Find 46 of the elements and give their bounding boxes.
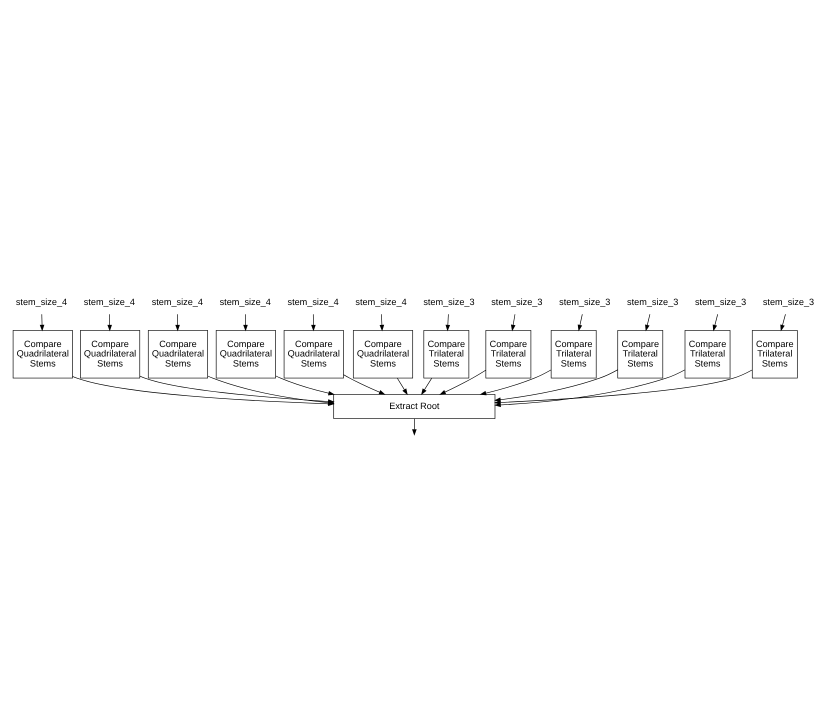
node-box: Compare Quadrilateral Stems — [352, 330, 414, 378]
arrow — [107, 314, 112, 332]
node-text: stem_size_4 — [288, 296, 339, 307]
arrow — [510, 314, 516, 332]
node-text: stem_size_4 — [220, 296, 271, 307]
arrow — [397, 378, 408, 396]
node-box: Compare Quadrilateral Stems — [284, 330, 344, 378]
arrow — [412, 418, 417, 436]
node-text: stem_size_4 — [16, 296, 68, 307]
node-text: stem_size_3 — [762, 296, 814, 307]
node-box: Compare Trilateral Stems — [684, 330, 730, 378]
node-box: Compare Quadrilateral Stems — [12, 330, 73, 378]
arrow — [421, 378, 432, 396]
arrow — [275, 376, 335, 396]
node-text: stem_size_3 — [559, 296, 610, 307]
node-box: Extract Root — [333, 394, 496, 419]
arrow — [343, 374, 386, 395]
node-box: Compare Trilateral Stems — [550, 330, 597, 378]
node-text: stem_size_4 — [84, 296, 136, 307]
node-box: Compare Quadrilateral Stems — [216, 330, 276, 378]
arrow — [40, 314, 44, 332]
node-text: stem_size_4 — [355, 296, 407, 307]
node-box: Compare Trilateral Stems — [752, 330, 798, 378]
arrow — [175, 314, 180, 332]
node-box: Compare Quadrilateral Stems — [80, 330, 140, 378]
node-text: stem_size_4 — [152, 296, 203, 307]
arrow — [712, 314, 718, 332]
node-text: stem_size_3 — [423, 296, 475, 307]
node-box: Compare Quadrilateral Stems — [148, 330, 208, 378]
arrow — [380, 314, 384, 332]
arrow — [494, 370, 752, 405]
node-box: Compare Trilateral Stems — [423, 330, 470, 378]
arrow — [645, 314, 650, 332]
node-box: Compare Trilateral Stems — [486, 330, 532, 378]
arrow — [446, 314, 450, 332]
node-text: stem_size_3 — [694, 296, 746, 307]
arrow — [439, 370, 486, 395]
node-box: Compare Trilateral Stems — [617, 330, 664, 378]
arrow — [780, 314, 786, 332]
arrow — [243, 314, 248, 332]
arrow — [480, 370, 552, 396]
arrow — [578, 314, 583, 332]
node-text: stem_size_3 — [491, 296, 542, 307]
arrow — [494, 370, 618, 402]
node-text: stem_size_3 — [627, 296, 678, 307]
arrow — [311, 314, 316, 332]
